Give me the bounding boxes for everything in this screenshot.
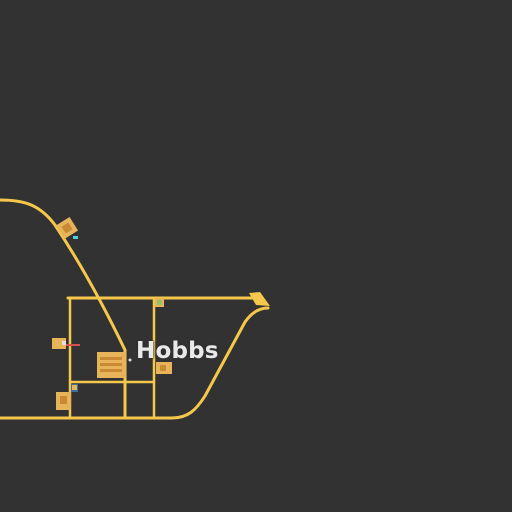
poi-building-east[interactable] [156, 362, 172, 374]
poi-building-southwest[interactable] [56, 384, 78, 410]
poi-building-center[interactable] [97, 352, 132, 378]
road-end-arrow [249, 292, 270, 306]
road-south [0, 306, 270, 420]
poi-layer [52, 216, 172, 410]
road-highway-west [0, 198, 127, 419]
poi-building-west[interactable] [52, 338, 80, 349]
poi-marker-north-junction[interactable] [155, 298, 164, 307]
city-label: Hobbs [136, 338, 219, 364]
poi-building-north[interactable] [55, 216, 79, 240]
